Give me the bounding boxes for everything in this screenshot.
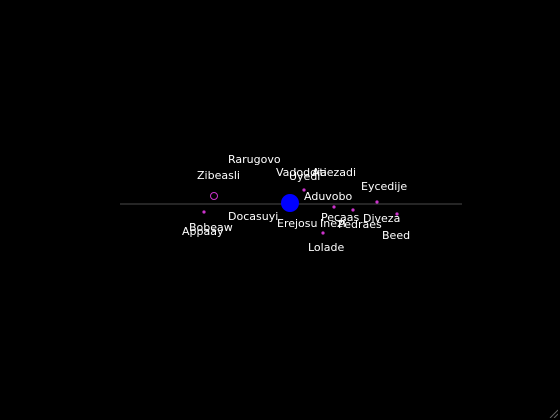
system-marker-uyedi[interactable] [302,188,306,192]
system-label-appaay: Appaay [182,225,224,238]
system-label-eycedije: Eycedije [361,180,407,193]
system-label-docasuyi: Docasuyi [228,210,278,223]
resize-grip-icon[interactable] [548,408,558,418]
system-label-pedraes: Pedraes [338,218,382,231]
system-marker-aduvobo[interactable] [332,205,336,209]
system-label-pecaas: Pecaas [321,211,360,224]
system-label-atiezadi: Atiezadi [312,166,356,179]
system-label-bobeaw: Bobeaw [189,221,233,234]
system-marker-eycedije[interactable] [375,200,379,204]
system-marker-pecaas[interactable] [351,208,355,212]
system-label-erejosu: Erejosu [277,217,318,230]
system-marker-zibeasli[interactable] [210,192,218,200]
system-marker-diveza[interactable] [395,212,399,216]
system-label-vadoddia: Vadoddia [276,166,327,179]
system-label-lolade: Lolade [308,241,344,254]
system-markers [202,188,399,235]
system-label-rarugovo: Rarugovo [228,153,281,166]
system-label-aduvobo: Aduvobo [304,190,353,203]
central-star[interactable] [281,194,299,212]
system-label-inezi: Inezi [320,217,346,230]
system-label-beed: Beed [382,229,410,242]
system-label-zibeasli: Zibeasli [197,169,240,182]
system-marker-lolade[interactable] [321,231,325,235]
system-label-uyedi: Uyedi [289,170,320,183]
system-marker-bobeaw[interactable] [202,210,206,214]
system-label-diveza: Diveza [363,212,400,225]
